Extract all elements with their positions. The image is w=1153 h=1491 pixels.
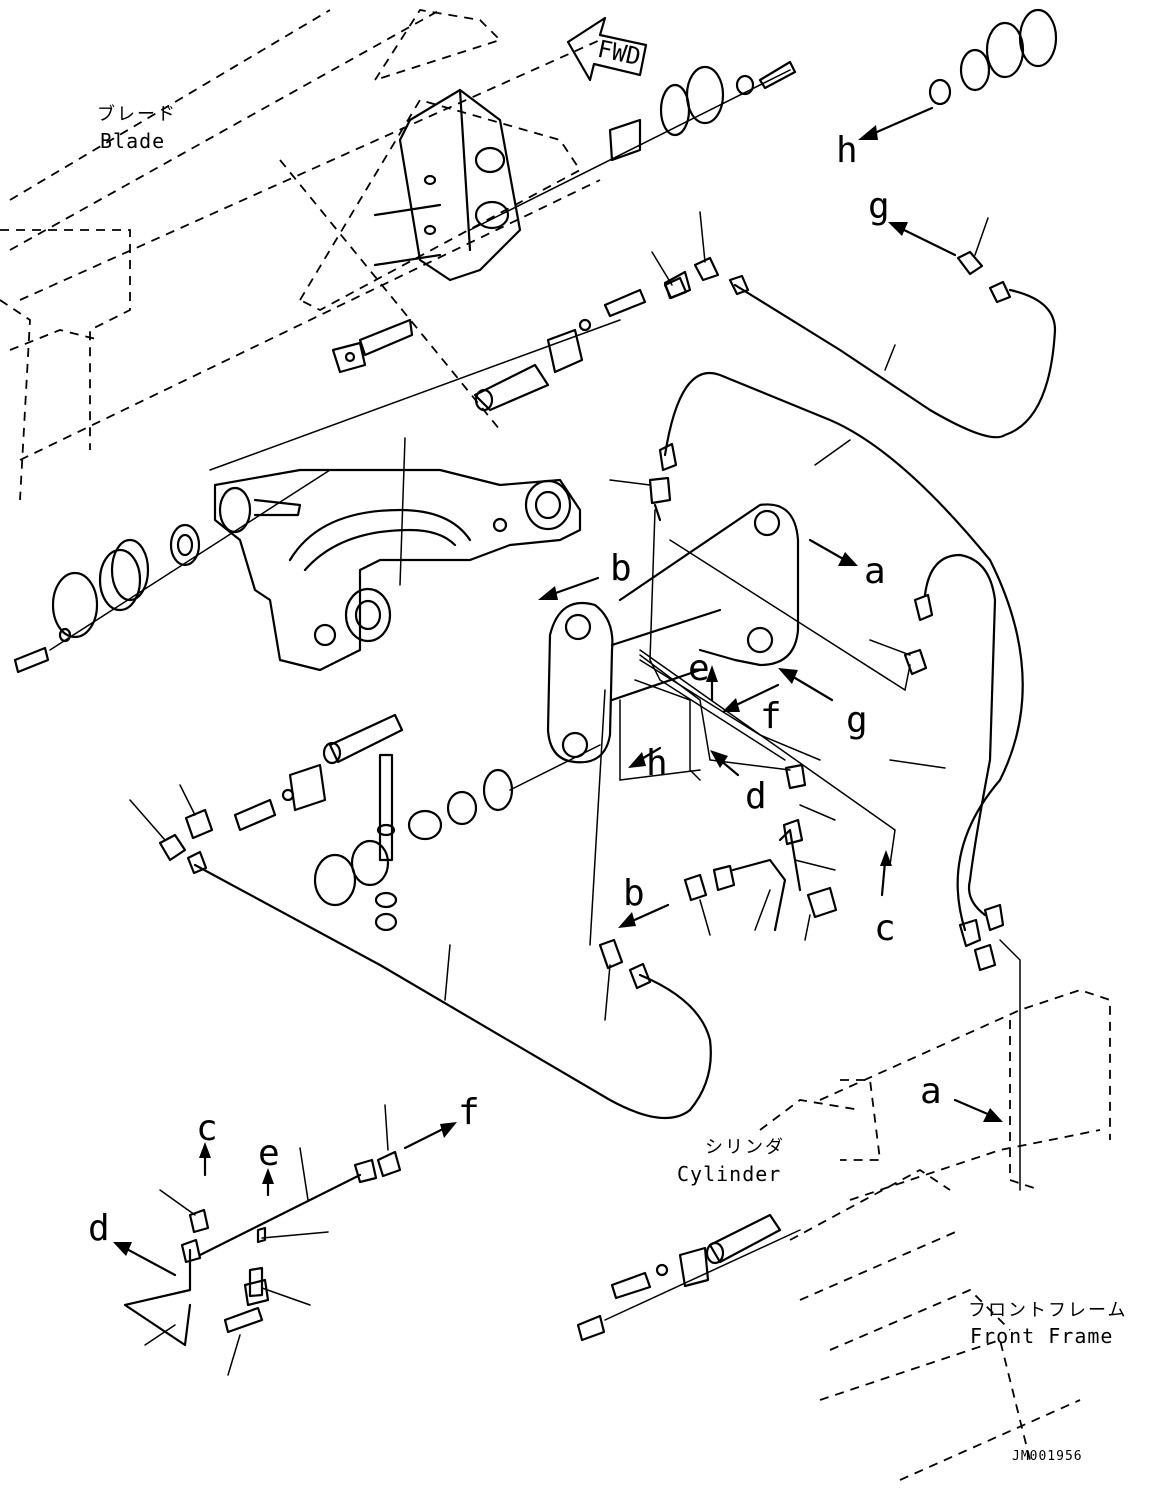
callout-d-detail: d	[88, 1208, 110, 1249]
seal-rings-top	[928, 8, 1058, 106]
grease-hose-main	[658, 371, 1024, 932]
bearing-stack-left	[13, 469, 331, 674]
callout-a-link: a	[864, 551, 886, 592]
blade-outline	[0, 9, 601, 501]
front-frame-label-en: Front Frame	[970, 1324, 1113, 1348]
pin-yoke-top	[209, 270, 692, 586]
callout-f-detail: f	[458, 1092, 480, 1133]
callout-h-top: h	[836, 130, 858, 171]
front-frame-label-jp: フロントフレーム	[968, 1300, 1127, 1321]
grease-hose-right	[913, 553, 997, 917]
callout-d-center: d	[745, 776, 767, 817]
pin-stack-top	[469, 60, 797, 231]
cylinder-label-jp: シリンダ	[705, 1137, 785, 1158]
blade-label-en: Blade	[100, 129, 165, 153]
front-frame	[759, 989, 1111, 1481]
cylinder-label-en: Cylinder	[677, 1162, 781, 1186]
grease-hose-lower	[186, 850, 712, 1120]
callout-b-lower: b	[623, 873, 645, 914]
callout-c-detail: c	[196, 1108, 218, 1149]
callout-a-cylinder: a	[920, 1071, 942, 1112]
callout-c-center: c	[874, 908, 896, 949]
detail-assembly	[123, 1150, 402, 1347]
grease-hose-top	[728, 274, 1057, 439]
callout-f-center: f	[760, 696, 782, 737]
pin-lower	[233, 713, 601, 932]
callout-g-top: g	[868, 186, 890, 227]
link-plate-a	[618, 503, 800, 667]
blade-bracket	[373, 88, 522, 282]
callout-e-detail: e	[258, 1133, 280, 1174]
callout-e-center: e	[688, 648, 710, 689]
blade-label-jp: ブレード	[97, 103, 177, 125]
callout-g-center: g	[846, 700, 868, 741]
drawing-code: JM001956	[1012, 1449, 1083, 1464]
pin-blade	[331, 318, 414, 374]
callout-arrows	[113, 106, 1003, 1277]
callout-h-center: h	[646, 743, 668, 784]
routing-lines	[589, 509, 1021, 1191]
leader-lines	[129, 211, 989, 1376]
swing-yoke	[213, 468, 582, 672]
callout-b-link: b	[610, 548, 632, 589]
cylinder-pin	[576, 1213, 801, 1342]
